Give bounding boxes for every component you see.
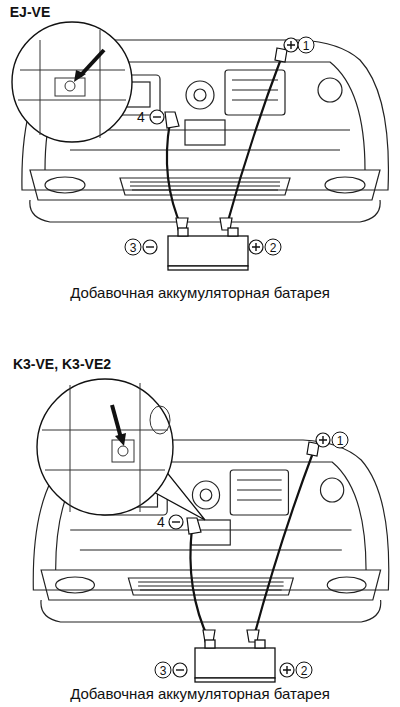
- caption-text: Добавочная аккумуляторная батарея: [70, 686, 330, 701]
- engine-model-label: EJ-VE: [10, 5, 50, 19]
- callout-number: 4: [137, 110, 145, 124]
- callout-number: 1: [332, 432, 349, 449]
- caption-text: Добавочная аккумуляторная батарея: [70, 285, 330, 300]
- callout-number: 3: [155, 662, 172, 679]
- engine-model-label: K3-VE, K3-VE2: [13, 357, 111, 371]
- callout-number: 1: [298, 37, 315, 54]
- callout-number: 3: [125, 239, 142, 256]
- callout-number: 4: [157, 515, 165, 529]
- callout-number: 2: [296, 662, 313, 679]
- callout-number: 2: [265, 239, 282, 256]
